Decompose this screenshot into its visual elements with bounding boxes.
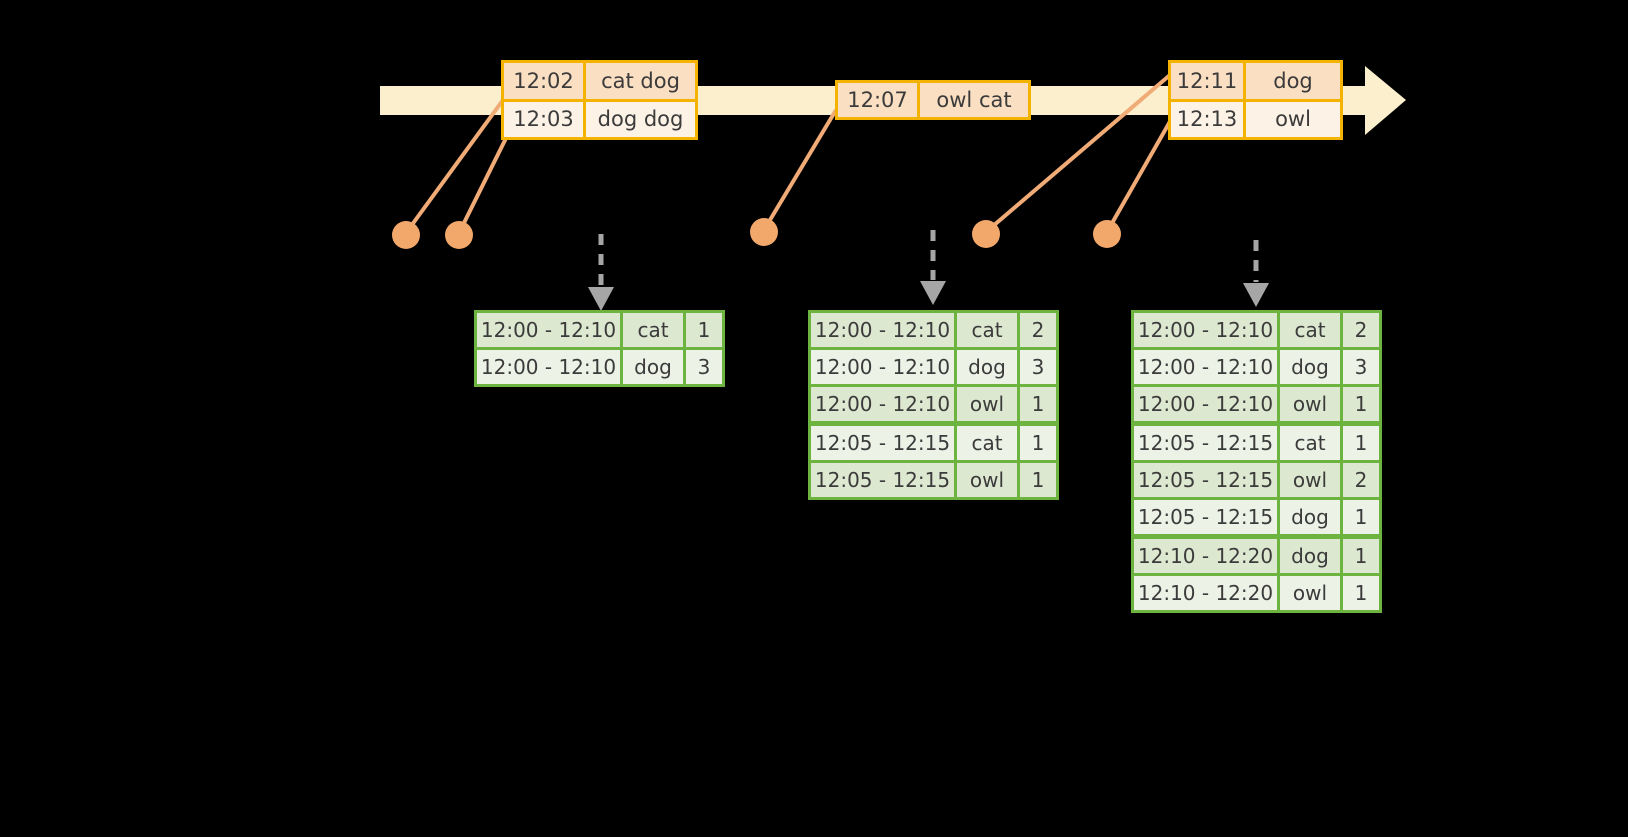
event-row[interactable]: 12:11 dog bbox=[1171, 63, 1340, 99]
event-dots bbox=[392, 218, 1121, 249]
cell-word: owl bbox=[957, 387, 1017, 421]
cell-window: 12:05 - 12:15 bbox=[811, 463, 954, 497]
cell-count: 1 bbox=[1343, 500, 1379, 534]
cell-window: 12:00 - 12:10 bbox=[811, 350, 954, 384]
cell-word: cat bbox=[1280, 426, 1340, 460]
event-time: 12:11 bbox=[1171, 63, 1246, 99]
table-row[interactable]: 12:00 - 12:10 cat 2 bbox=[1134, 313, 1379, 347]
cell-word: cat bbox=[1280, 313, 1340, 347]
table-row[interactable]: 12:05 - 12:15 owl 2 bbox=[1134, 463, 1379, 497]
cell-count: 1 bbox=[1343, 426, 1379, 460]
event-row[interactable]: 12:02 cat dog bbox=[504, 63, 695, 99]
cell-count: 2 bbox=[1343, 463, 1379, 497]
cell-count: 1 bbox=[1343, 539, 1379, 573]
cell-window: 12:05 - 12:15 bbox=[811, 426, 954, 460]
cell-word: owl bbox=[1280, 387, 1340, 421]
table-row[interactable]: 12:00 - 12:10 cat 2 bbox=[811, 313, 1056, 347]
event-words: owl bbox=[1246, 101, 1340, 137]
cell-word: dog bbox=[1280, 539, 1340, 573]
cell-word: dog bbox=[1280, 350, 1340, 384]
cell-word: cat bbox=[623, 313, 683, 347]
result-table-2[interactable]: 12:00 - 12:10 cat 2 12:00 - 12:10 dog 3 … bbox=[808, 310, 1059, 500]
table-row[interactable]: 12:05 - 12:15 cat 1 bbox=[1134, 426, 1379, 460]
trigger-arrows bbox=[598, 230, 1259, 286]
cell-word: cat bbox=[957, 313, 1017, 347]
cell-count: 2 bbox=[1343, 313, 1379, 347]
event-row[interactable]: 12:03 dog dog bbox=[504, 98, 695, 137]
event-words: cat dog bbox=[586, 63, 695, 99]
event-row[interactable]: 12:13 owl bbox=[1171, 98, 1340, 137]
cell-count: 1 bbox=[1020, 463, 1056, 497]
cell-window: 12:00 - 12:10 bbox=[477, 313, 620, 347]
cell-word: dog bbox=[957, 350, 1017, 384]
event-row[interactable]: 12:07 owl cat bbox=[838, 83, 1028, 117]
event-group-2[interactable]: 12:07 owl cat bbox=[835, 80, 1031, 120]
cell-count: 3 bbox=[686, 350, 722, 384]
cell-window: 12:00 - 12:10 bbox=[1134, 313, 1277, 347]
result-table-3[interactable]: 12:00 - 12:10 cat 2 12:00 - 12:10 dog 3 … bbox=[1131, 310, 1382, 613]
event-time: 12:07 bbox=[838, 83, 920, 117]
cell-count: 1 bbox=[686, 313, 722, 347]
table-row[interactable]: 12:00 - 12:10 owl 1 bbox=[811, 387, 1056, 421]
table-row[interactable]: 12:00 - 12:10 dog 3 bbox=[1134, 350, 1379, 384]
event-words: dog bbox=[1246, 63, 1340, 99]
cell-word: dog bbox=[1280, 500, 1340, 534]
cell-window: 12:05 - 12:15 bbox=[1134, 500, 1277, 534]
cell-window: 12:05 - 12:15 bbox=[1134, 463, 1277, 497]
cell-word: owl bbox=[1280, 463, 1340, 497]
table-row[interactable]: 12:00 - 12:10 dog 3 bbox=[811, 350, 1056, 384]
cell-window: 12:10 - 12:20 bbox=[1134, 539, 1277, 573]
table-row[interactable]: 12:05 - 12:15 dog 1 bbox=[1134, 500, 1379, 534]
event-words: owl cat bbox=[920, 83, 1028, 117]
table-row[interactable]: 12:10 - 12:20 dog 1 bbox=[1134, 539, 1379, 573]
cell-count: 3 bbox=[1020, 350, 1056, 384]
event-time: 12:02 bbox=[504, 63, 586, 99]
table-row[interactable]: 12:00 - 12:10 cat 1 bbox=[477, 313, 722, 347]
table-row[interactable]: 12:00 - 12:10 owl 1 bbox=[1134, 387, 1379, 421]
cell-count: 2 bbox=[1020, 313, 1056, 347]
cell-window: 12:00 - 12:10 bbox=[811, 387, 954, 421]
table-row[interactable]: 12:10 - 12:20 owl 1 bbox=[1134, 576, 1379, 610]
table-row[interactable]: 12:05 - 12:15 owl 1 bbox=[811, 463, 1056, 497]
cell-window: 12:00 - 12:10 bbox=[477, 350, 620, 384]
event-group-1[interactable]: 12:02 cat dog 12:03 dog dog bbox=[501, 60, 698, 140]
trigger-arrowheads bbox=[588, 281, 1269, 311]
table-row[interactable]: 12:05 - 12:15 cat 1 bbox=[811, 426, 1056, 460]
event-group-3[interactable]: 12:11 dog 12:13 owl bbox=[1168, 60, 1343, 140]
cell-count: 1 bbox=[1020, 426, 1056, 460]
table-row[interactable]: 12:00 - 12:10 dog 3 bbox=[477, 350, 722, 384]
event-words: dog dog bbox=[586, 101, 695, 137]
cell-word: owl bbox=[1280, 576, 1340, 610]
cell-word: owl bbox=[957, 463, 1017, 497]
cell-word: dog bbox=[623, 350, 683, 384]
cell-window: 12:10 - 12:20 bbox=[1134, 576, 1277, 610]
cell-word: cat bbox=[957, 426, 1017, 460]
event-time: 12:13 bbox=[1171, 101, 1246, 137]
event-time: 12:03 bbox=[504, 101, 586, 137]
cell-count: 1 bbox=[1343, 576, 1379, 610]
result-table-1[interactable]: 12:00 - 12:10 cat 1 12:00 - 12:10 dog 3 bbox=[474, 310, 725, 387]
cell-window: 12:00 - 12:10 bbox=[1134, 350, 1277, 384]
cell-window: 12:00 - 12:10 bbox=[1134, 387, 1277, 421]
cell-window: 12:00 - 12:10 bbox=[811, 313, 954, 347]
cell-count: 1 bbox=[1020, 387, 1056, 421]
cell-count: 3 bbox=[1343, 350, 1379, 384]
cell-window: 12:05 - 12:15 bbox=[1134, 426, 1277, 460]
cell-count: 1 bbox=[1343, 387, 1379, 421]
